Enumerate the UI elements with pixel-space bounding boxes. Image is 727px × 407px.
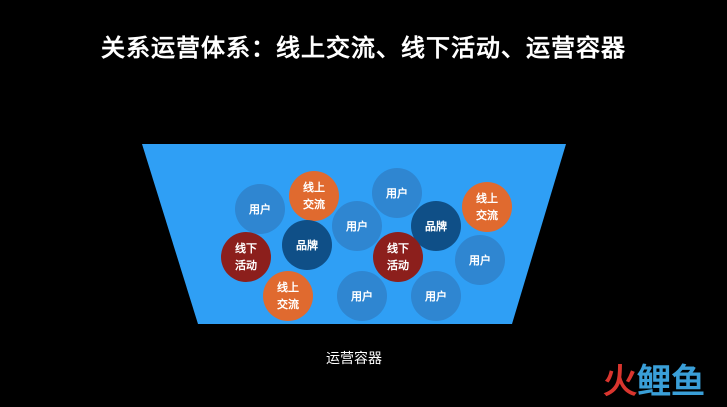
- online-exchange-bubble: 线上 交流: [263, 271, 313, 321]
- brand-bubble: 品牌: [282, 220, 332, 270]
- user-bubble: 用户: [455, 235, 505, 285]
- user-bubble: 用户: [332, 201, 382, 251]
- online-exchange-bubble: 线上 交流: [289, 171, 339, 221]
- container-label: 运营容器: [326, 351, 382, 367]
- user-bubble: 用户: [235, 184, 285, 234]
- user-bubble: 用户: [411, 271, 461, 321]
- watermark-part2: 鲤鱼: [637, 362, 705, 402]
- offline-activity-bubble: 线下 活动: [221, 232, 271, 282]
- offline-activity-bubble: 线下 活动: [373, 232, 423, 282]
- brand-bubble: 品牌: [411, 201, 461, 251]
- user-bubble: 用户: [337, 271, 387, 321]
- watermark-logo: 火鲤鱼: [603, 354, 705, 403]
- diagram-title: 关系运营体系：线上交流、线下活动、运营容器: [101, 34, 626, 62]
- user-bubble: 用户: [372, 168, 422, 218]
- watermark-part1: 火: [603, 362, 637, 402]
- online-exchange-bubble: 线上 交流: [462, 182, 512, 232]
